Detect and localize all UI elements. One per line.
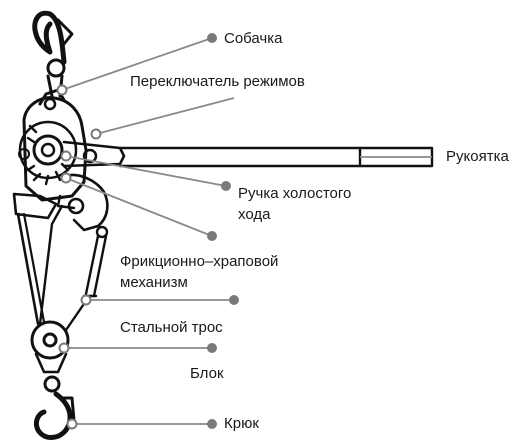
leader-mode-switch: [95, 97, 235, 135]
dot-mode-switch: [90, 128, 102, 140]
dot-block-end: [207, 343, 217, 353]
dot-pawl-start: [56, 84, 68, 96]
label-freewheel-line2: хода: [238, 206, 271, 223]
label-pulley-block: Блок: [190, 365, 224, 382]
handle-arm: [62, 140, 434, 168]
label-pawl: Собачка: [224, 30, 283, 47]
dot-pawl-end: [207, 33, 217, 43]
dot-hook-end: [207, 419, 217, 429]
leader-freewheel: [65, 155, 227, 187]
label-hook: Крюк: [224, 415, 259, 432]
friction-rod: [82, 225, 109, 298]
dot-freewheel-start: [60, 150, 72, 162]
dot-freewheel-end: [221, 181, 231, 191]
dot-cable-start: [80, 294, 92, 306]
label-steel-cable: Стальной трос: [120, 319, 223, 336]
freewheel-knob: [64, 173, 109, 232]
bottom-hook: [33, 391, 76, 440]
dot-block-start: [58, 342, 70, 354]
label-friction-line2: механизм: [120, 274, 188, 291]
label-freewheel-line1: Ручка холостого: [238, 185, 352, 202]
ratchet-housing: [12, 88, 88, 220]
winch-device: [12, 10, 434, 440]
dot-friction-start: [60, 172, 72, 184]
leader-friction: [65, 177, 213, 237]
leader-lines: [61, 37, 432, 425]
dot-hook-start: [66, 418, 78, 430]
label-friction-line1: Фрикционно–храповой: [120, 253, 279, 270]
dot-friction-end: [207, 231, 217, 241]
leader-pawl: [61, 37, 213, 91]
top-hook: [32, 10, 74, 98]
dot-cable-end: [229, 295, 239, 305]
pulley-block: [30, 320, 70, 393]
label-handle: Рукоятка: [446, 148, 509, 165]
label-mode-switch: Переключатель режимов: [130, 73, 305, 90]
marker-dots: [56, 33, 239, 430]
